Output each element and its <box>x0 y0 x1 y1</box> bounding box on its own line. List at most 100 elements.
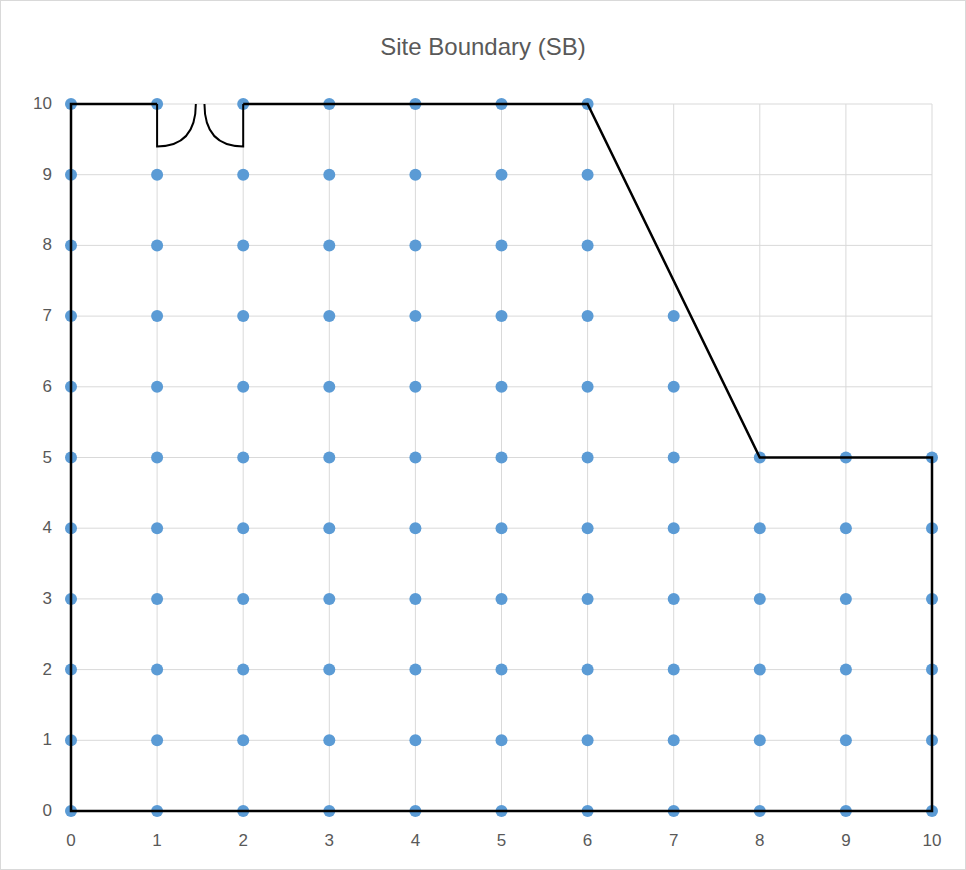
x-tick-label: 3 <box>325 831 334 851</box>
x-tick-label: 2 <box>238 831 247 851</box>
grid-point <box>323 239 335 251</box>
grid-point <box>151 452 163 464</box>
grid-point <box>668 593 680 605</box>
grid-point <box>151 239 163 251</box>
grid-point <box>754 522 766 534</box>
grid-point <box>582 664 594 676</box>
boundary-line <box>71 104 932 811</box>
grid-point <box>409 734 421 746</box>
grid-point <box>323 452 335 464</box>
grid-point <box>582 239 594 251</box>
x-tick-label: 1 <box>152 831 161 851</box>
x-tick-label: 4 <box>411 831 420 851</box>
y-tick-label: 0 <box>43 801 52 821</box>
grid-point <box>323 664 335 676</box>
y-tick-label: 3 <box>43 589 52 609</box>
x-tick-label: 8 <box>755 831 764 851</box>
grid-point <box>840 734 852 746</box>
grid-point <box>496 522 508 534</box>
y-tick-label: 10 <box>33 94 52 114</box>
x-tick-label: 7 <box>669 831 678 851</box>
x-tick-label: 10 <box>923 831 942 851</box>
grid-point <box>496 310 508 322</box>
grid-point <box>237 239 249 251</box>
x-tick-label: 5 <box>497 831 506 851</box>
grid-point <box>840 593 852 605</box>
grid-point <box>151 734 163 746</box>
grid-point <box>496 169 508 181</box>
grid-point <box>582 522 594 534</box>
grid-point <box>151 381 163 393</box>
site-boundary <box>71 104 932 811</box>
grid-point <box>151 664 163 676</box>
grid-point <box>668 664 680 676</box>
grid-point <box>582 452 594 464</box>
y-tick-label: 5 <box>43 448 52 468</box>
grid-point <box>237 734 249 746</box>
grid-point <box>496 239 508 251</box>
grid-point <box>323 169 335 181</box>
grid-point <box>496 593 508 605</box>
grid-point <box>668 522 680 534</box>
grid-point <box>582 169 594 181</box>
grid-point <box>582 381 594 393</box>
y-tick-label: 9 <box>43 165 52 185</box>
y-tick-label: 8 <box>43 235 52 255</box>
y-tick-label: 1 <box>43 730 52 750</box>
y-tick-label: 7 <box>43 306 52 326</box>
x-tick-label: 0 <box>66 831 75 851</box>
grid-point <box>668 381 680 393</box>
y-tick-label: 4 <box>43 518 52 538</box>
grid-point <box>151 522 163 534</box>
grid-point <box>754 734 766 746</box>
grid-point <box>409 522 421 534</box>
grid-point <box>409 169 421 181</box>
grid-point <box>496 452 508 464</box>
grid-point <box>237 664 249 676</box>
grid-point <box>409 664 421 676</box>
grid-point <box>754 593 766 605</box>
grid-point <box>323 522 335 534</box>
grid-point <box>754 664 766 676</box>
grid-point <box>409 381 421 393</box>
grid-point <box>323 593 335 605</box>
grid-point <box>668 310 680 322</box>
grid-point <box>496 664 508 676</box>
x-tick-label: 6 <box>583 831 592 851</box>
grid-point <box>409 310 421 322</box>
grid-point <box>840 664 852 676</box>
x-tick-label: 9 <box>841 831 850 851</box>
grid-point <box>151 310 163 322</box>
grid-point <box>840 522 852 534</box>
grid-points <box>65 98 938 817</box>
chart-title: Site Boundary (SB) <box>380 33 585 61</box>
door-leaf <box>204 104 243 146</box>
grid-point <box>237 522 249 534</box>
grid-point <box>237 310 249 322</box>
grid-point <box>668 734 680 746</box>
grid-point <box>323 381 335 393</box>
grid-point <box>496 734 508 746</box>
grid-point <box>409 452 421 464</box>
grid-point <box>582 734 594 746</box>
grid-lines <box>71 104 932 811</box>
grid-point <box>668 452 680 464</box>
grid-point <box>151 169 163 181</box>
grid-point <box>409 593 421 605</box>
door-leaf <box>157 104 196 146</box>
grid-point <box>237 593 249 605</box>
grid-point <box>323 310 335 322</box>
grid-point <box>582 593 594 605</box>
grid-point <box>323 734 335 746</box>
y-tick-label: 2 <box>43 660 52 680</box>
grid-point <box>151 593 163 605</box>
grid-point <box>496 381 508 393</box>
grid-point <box>409 239 421 251</box>
grid-point <box>237 452 249 464</box>
grid-point <box>237 381 249 393</box>
grid-point <box>237 169 249 181</box>
grid-point <box>582 310 594 322</box>
y-tick-label: 6 <box>43 377 52 397</box>
